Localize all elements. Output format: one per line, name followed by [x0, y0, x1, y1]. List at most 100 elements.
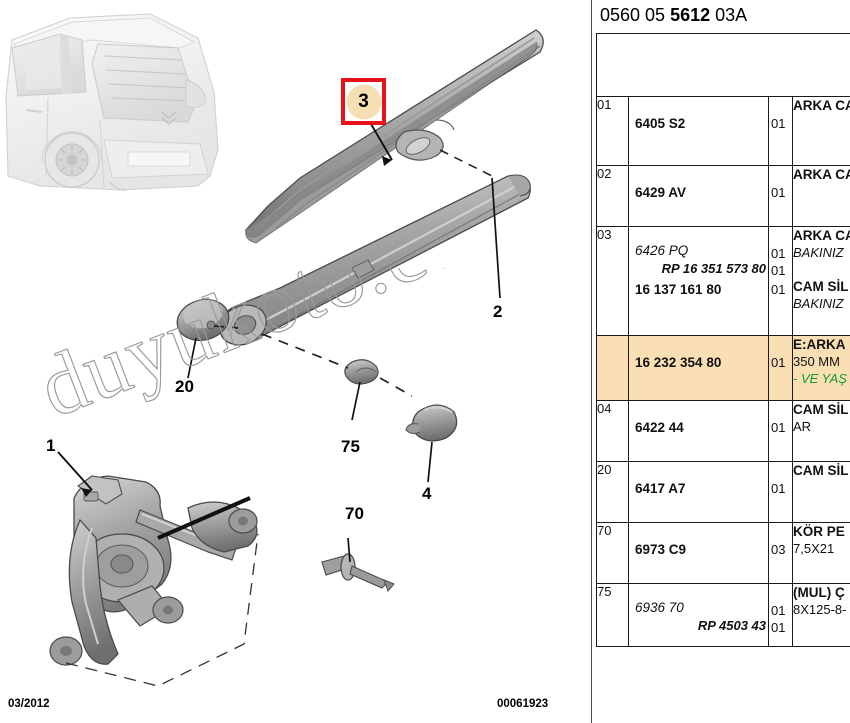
row-quantity: 01 [768, 165, 793, 227]
replacement-reference: RP 16 351 573 80 [661, 261, 766, 276]
description-title: KÖR PE [793, 524, 845, 539]
row-index: 75 [596, 583, 629, 647]
row-description: CAM SİL [792, 461, 850, 523]
row-reference: 6405 S2 [628, 96, 769, 166]
quantity-value: 03 [771, 542, 786, 557]
row-quantity: 01 [768, 96, 793, 166]
row-reference: 6936 70 RP 4503 43 [628, 583, 769, 647]
description-title: CAM SİL [793, 402, 849, 417]
table-row[interactable]: 01 6405 S2 01 ARKA CAM [596, 96, 850, 166]
quantity-value: 01 [771, 481, 786, 496]
description-title: (MUL) Ç [793, 585, 845, 600]
description-note: BAKINIZ [793, 245, 844, 260]
description-title: CAM SİL [793, 463, 849, 478]
row-quantity: 01 01 01 [768, 226, 793, 336]
footer-date: 03/2012 [8, 698, 50, 710]
screw-part [321, 553, 395, 592]
quantity-value-rp: 01 [771, 263, 786, 278]
row-description: ARKA CAM BAKINIZ CAM SİL BAKINIZ [792, 226, 850, 336]
row-index: 02 [596, 165, 629, 227]
table-row-selected[interactable]: 16 232 354 80 01 E:ARKA 350 MM - VE YAŞ [596, 335, 850, 401]
row-index: 03 [596, 226, 629, 336]
callout-label-20: 20 [175, 377, 194, 396]
row-description: KÖR PE 7,5X21 [792, 522, 850, 584]
table-row[interactable]: 75 6936 70 RP 4503 43 01 01 (MUL) Ç 8X12… [596, 583, 850, 647]
footer-reference-number: 00061923 [497, 698, 549, 710]
exploded-parts-diagram [5, 13, 544, 687]
description-title: ARKA CAM [793, 228, 850, 243]
nut-cover-cap-part [405, 404, 458, 442]
reference-number: 16 232 354 80 [635, 355, 722, 370]
table-row[interactable]: 02 6429 AV 01 ARKA CAM [596, 165, 850, 227]
quantity-value: 01 [771, 603, 786, 618]
description-title: E:ARKA [793, 337, 846, 352]
row-quantity: 01 01 [768, 583, 793, 647]
row-quantity: 01 [768, 461, 793, 523]
table-spacer-row [596, 33, 850, 97]
callout-label-70: 70 [345, 504, 364, 523]
assembly-dash-line-nut [261, 333, 413, 397]
quantity-value: 01 [771, 116, 786, 131]
spindle-nut-part [344, 359, 379, 385]
table-row[interactable]: 03 6426 PQ RP 16 351 573 80 16 137 161 8… [596, 226, 850, 336]
row-index [596, 335, 629, 401]
quantity-value: 01 [771, 355, 786, 370]
leader-line-1 [57, 451, 93, 491]
table-row[interactable]: 20 6417 A7 01 CAM SİL [596, 461, 850, 523]
replacement-reference: RP 4503 43 [697, 618, 766, 633]
table-row[interactable]: 70 6973 C9 03 KÖR PE 7,5X21 [596, 522, 850, 584]
callout-label-4: 4 [422, 484, 432, 503]
quantity-value-rp: 01 [771, 620, 786, 635]
leader-line-2 [491, 177, 501, 299]
row-index: 20 [596, 461, 629, 523]
leader-arrow-1 [81, 488, 92, 497]
leader-line-20 [187, 337, 197, 379]
illustration-panel: duyukoto.com 3 2 20 75 4 1 70 03/2012 00… [5, 13, 549, 710]
wiper-arm-part [219, 174, 531, 346]
vehicle-illustration [5, 13, 219, 191]
description-variant: AR [793, 419, 812, 434]
callout-3-disc [346, 84, 381, 119]
quantity-value-alt: 01 [771, 282, 786, 297]
row-quantity: 01 [768, 335, 793, 401]
reference-number: 6405 S2 [635, 116, 686, 131]
description-size: 7,5X21 [793, 541, 835, 556]
parts-table: 01 6405 S2 01 ARKA CAM 02 6429 AV [596, 33, 850, 647]
table-row[interactable]: 04 6422 44 01 CAM SİL AR [596, 400, 850, 462]
reference-number: 6422 44 [635, 420, 684, 435]
wiper-motor-assembly-part [49, 475, 258, 666]
callout-label-3: 3 [358, 90, 369, 112]
row-reference: 6417 A7 [628, 461, 769, 523]
row-description: ARKA CAM [792, 165, 850, 227]
description-size: 350 MM [793, 354, 840, 369]
row-quantity: 03 [768, 522, 793, 584]
description-size: 8X125-8- [793, 602, 847, 617]
reference-number: 6936 70 [635, 600, 684, 615]
row-index: 01 [596, 96, 629, 166]
leader-line-4 [427, 441, 433, 483]
description-title: ARKA CAM [793, 167, 850, 182]
reference-number: 6417 A7 [635, 481, 686, 496]
pivot-cap-part [176, 298, 230, 342]
callout-label-1: 1 [46, 436, 56, 455]
assembly-dash-line-cap [213, 325, 239, 329]
parts-table-panel: 0560 05 5612 03A 01 6405 S2 01 [592, 0, 850, 723]
callout-label-2: 2 [493, 302, 503, 321]
row-description: E:ARKA 350 MM - VE YAŞ [792, 335, 850, 401]
row-quantity: 01 [768, 400, 793, 462]
description-note-alt: BAKINIZ [793, 296, 844, 311]
callout-3-highlight-box: 3 [341, 78, 386, 125]
quantity-value: 01 [771, 185, 786, 200]
reference-number-alt: 16 137 161 80 [635, 282, 722, 297]
description-title: ARKA CAM [793, 98, 850, 113]
row-reference: 6973 C9 [628, 522, 769, 584]
document-code-suffix: 03A [710, 5, 748, 25]
assembly-dash-line-blade [439, 149, 493, 177]
leader-line-70 [347, 537, 351, 563]
quantity-value: 01 [771, 246, 786, 261]
row-reference: 6426 PQ RP 16 351 573 80 16 137 161 80 [628, 226, 769, 336]
reference-number: 6426 PQ [635, 243, 689, 258]
pointer-line-motor-screw [157, 496, 251, 540]
row-reference: 6429 AV [628, 165, 769, 227]
